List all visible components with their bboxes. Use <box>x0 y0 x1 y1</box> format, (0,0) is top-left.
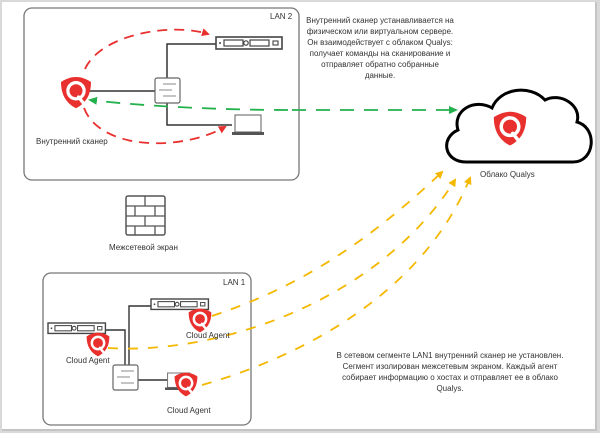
lan1-link-switch-server2 <box>128 305 152 365</box>
lan1-link-server1-switch <box>106 329 126 365</box>
internal-scanner-label: Внутренний сканер <box>36 137 108 146</box>
scanner-description: Внутренний сканер устанавливается на физ… <box>306 16 454 80</box>
cloud-label: Облако Qualys <box>480 170 535 179</box>
lan2-link-switch-laptop <box>166 103 232 126</box>
agents-description: В сетевом сегменте LAN1 внутренний скане… <box>336 351 564 393</box>
scan-flow-to-server <box>84 28 210 70</box>
cloud-agent-3-label: Cloud Agent <box>167 406 211 415</box>
firewall-label: Межсетевой экран <box>109 243 178 252</box>
lan1-boundary <box>42 272 252 426</box>
cloud-agent-3-icon <box>173 371 199 398</box>
results-flow-to-scanner <box>88 96 289 111</box>
lan2-label: LAN 2 <box>270 12 293 21</box>
scan-flow-to-laptop <box>83 107 227 145</box>
laptop-icon <box>231 114 265 136</box>
agent-3-flow-to-cloud <box>201 176 472 386</box>
lan2-boundary <box>23 7 300 181</box>
cloud-agent-1-icon <box>85 331 111 358</box>
switch-icon <box>154 77 181 104</box>
lan2-link-switch-server <box>166 43 216 78</box>
qualys-scanner-icon <box>59 75 93 110</box>
agent-1-flow-to-cloud <box>107 178 457 350</box>
cloud-agent-1-label: Cloud Agent <box>66 356 110 365</box>
cloud-agent-2-label: Cloud Agent <box>186 331 230 340</box>
agent-server-1-icon <box>47 322 107 335</box>
firewall-icon <box>125 195 166 236</box>
lan1-label: LAN 1 <box>223 278 246 287</box>
lan1-switch-icon <box>112 364 139 391</box>
cloud-agent-2-icon <box>187 307 213 334</box>
server-icon <box>215 36 283 50</box>
agent-server-2-icon <box>150 298 210 311</box>
agent-2-flow-to-cloud <box>211 170 444 317</box>
